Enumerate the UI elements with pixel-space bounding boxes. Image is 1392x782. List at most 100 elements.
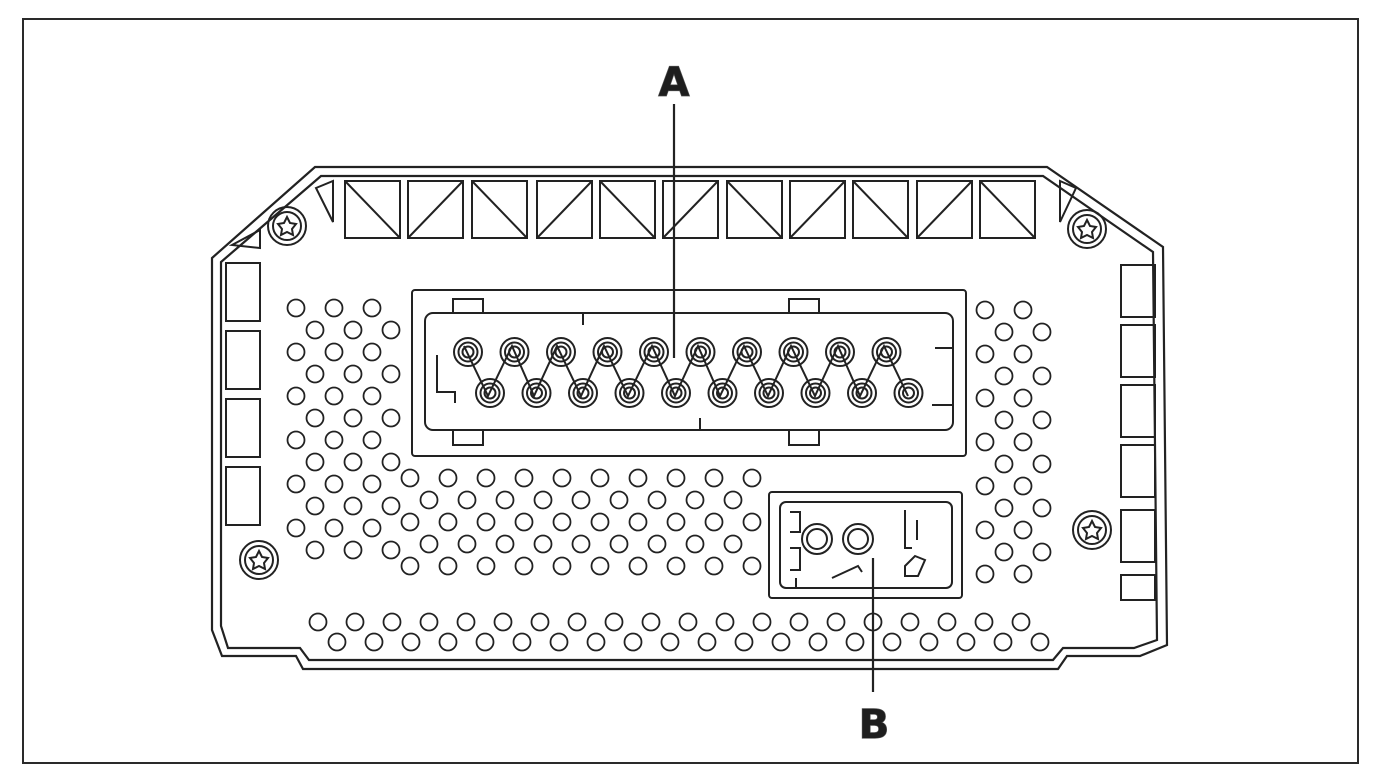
vent-hole [628,468,648,488]
connector-a-pin [871,337,902,367]
vent-hole [685,490,705,510]
vent-hole [286,298,306,318]
vent-hole [362,474,382,494]
vent-hole [742,556,762,576]
vent-hole [343,364,363,384]
vent-hole [476,468,496,488]
top-fin-diagonal [471,180,528,239]
connector-a-pin-inner [619,382,640,404]
vent-hole [324,474,344,494]
connector-a-latch-tabs [436,298,953,446]
callout-label-b: B [859,702,890,748]
side-fin-left [225,330,261,390]
connector-a-pin-inner [736,341,758,363]
vent-hole [975,344,995,364]
vent-hole [305,364,325,384]
vent-hole [609,534,629,554]
connector-a-pin-inner [665,382,687,404]
vent-hole [697,632,717,652]
vent-hole [590,556,610,576]
screws [239,206,1112,580]
top-fin [662,180,719,239]
vent-hole [493,612,513,632]
vent-hole [742,512,762,532]
connector-b-outer [768,491,963,599]
vent-hole [666,468,686,488]
vent-hole [826,612,846,632]
vent-hole [327,632,347,652]
vent-hole [590,512,610,532]
vent-hole [419,612,439,632]
connector-a-pin-inner [783,341,804,363]
side-fin-corner-right [1120,574,1156,601]
side-fin-left [225,398,261,458]
vent-hole [305,540,325,560]
connector-a-pin [614,378,645,408]
housing-outer [210,165,1169,671]
vent-hole [324,342,344,362]
screw-bottom-left [239,540,279,580]
screw-bottom-right [1072,510,1112,550]
vent-hole [590,468,610,488]
vent-hole [552,512,572,532]
connector-a-pin-inner [805,382,826,404]
connector-a-pin-inner [572,382,594,404]
vent-hole [457,490,477,510]
vent-hole [1032,322,1052,342]
vent-hole [1013,344,1033,364]
vent-hole [882,632,902,652]
vent-hole [364,632,384,652]
connector-a-pin-inner [829,341,851,363]
top-fin-diagonal [536,180,593,239]
connector-b-pin-2 [842,523,874,555]
connector-a-pin-core [554,345,568,359]
vent-hole [1032,542,1052,562]
vent-hole [362,430,382,450]
vent-hole [286,386,306,406]
connector-a-pin-inner [712,382,733,404]
connector-a-pin-core [787,345,800,359]
vent-hole [567,612,587,632]
side-fin-right [1120,324,1156,378]
vent-hole [1013,564,1033,584]
vent-hole [571,534,591,554]
connector-a-pin-core [508,345,521,359]
vent-hole [552,556,572,576]
leader-lines [672,104,875,692]
vent-hole [704,468,724,488]
vent-hole [343,452,363,472]
vent-hole [438,468,458,488]
vent-hole [401,632,421,652]
vent-hole [975,520,995,540]
vent-hole [514,556,534,576]
vent-hole [666,556,686,576]
vent-hole [438,632,458,652]
connector-a-pin [546,337,576,367]
connector-a-pin [707,378,738,408]
vent-hole [381,364,401,384]
figure-frame [22,18,1359,764]
vent-hole [994,498,1014,518]
connector-a-pin-core [483,386,497,400]
vent-hole [937,612,957,632]
top-fin [726,180,783,239]
vent-hole [286,430,306,450]
top-fin-diagonal [916,180,973,239]
vent-hole [343,540,363,560]
vent-hole [343,320,363,340]
vent-hole [752,612,772,632]
side-fin-corner-left [228,228,261,250]
connector-a-pin-core [855,386,869,400]
top-fin-corner-right [1059,179,1078,223]
vent-hole [975,432,995,452]
vent-hole [975,564,995,584]
connector-a-pin-inner [457,341,479,363]
vent-hole [552,468,572,488]
vent-hole [362,298,382,318]
vent-hole [808,632,828,652]
vent-hole [647,490,667,510]
connector-a [411,289,967,457]
vent-hole [628,512,648,532]
vent-hole [1030,632,1050,652]
top-fin [407,180,464,239]
